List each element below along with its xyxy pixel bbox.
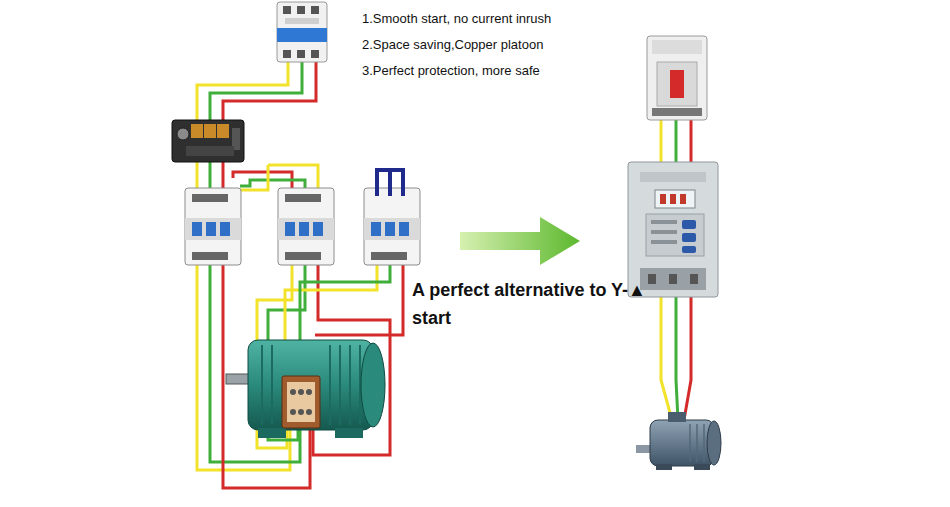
feature-note: 2.Space saving,Copper platoon xyxy=(362,37,543,53)
tagline-text: A perfect alternative to Y-▲ start xyxy=(412,276,652,332)
feature-note: 3.Perfect protection, more safe xyxy=(362,63,540,79)
feature-note: 1.Smooth start, no current inrush xyxy=(362,11,551,27)
